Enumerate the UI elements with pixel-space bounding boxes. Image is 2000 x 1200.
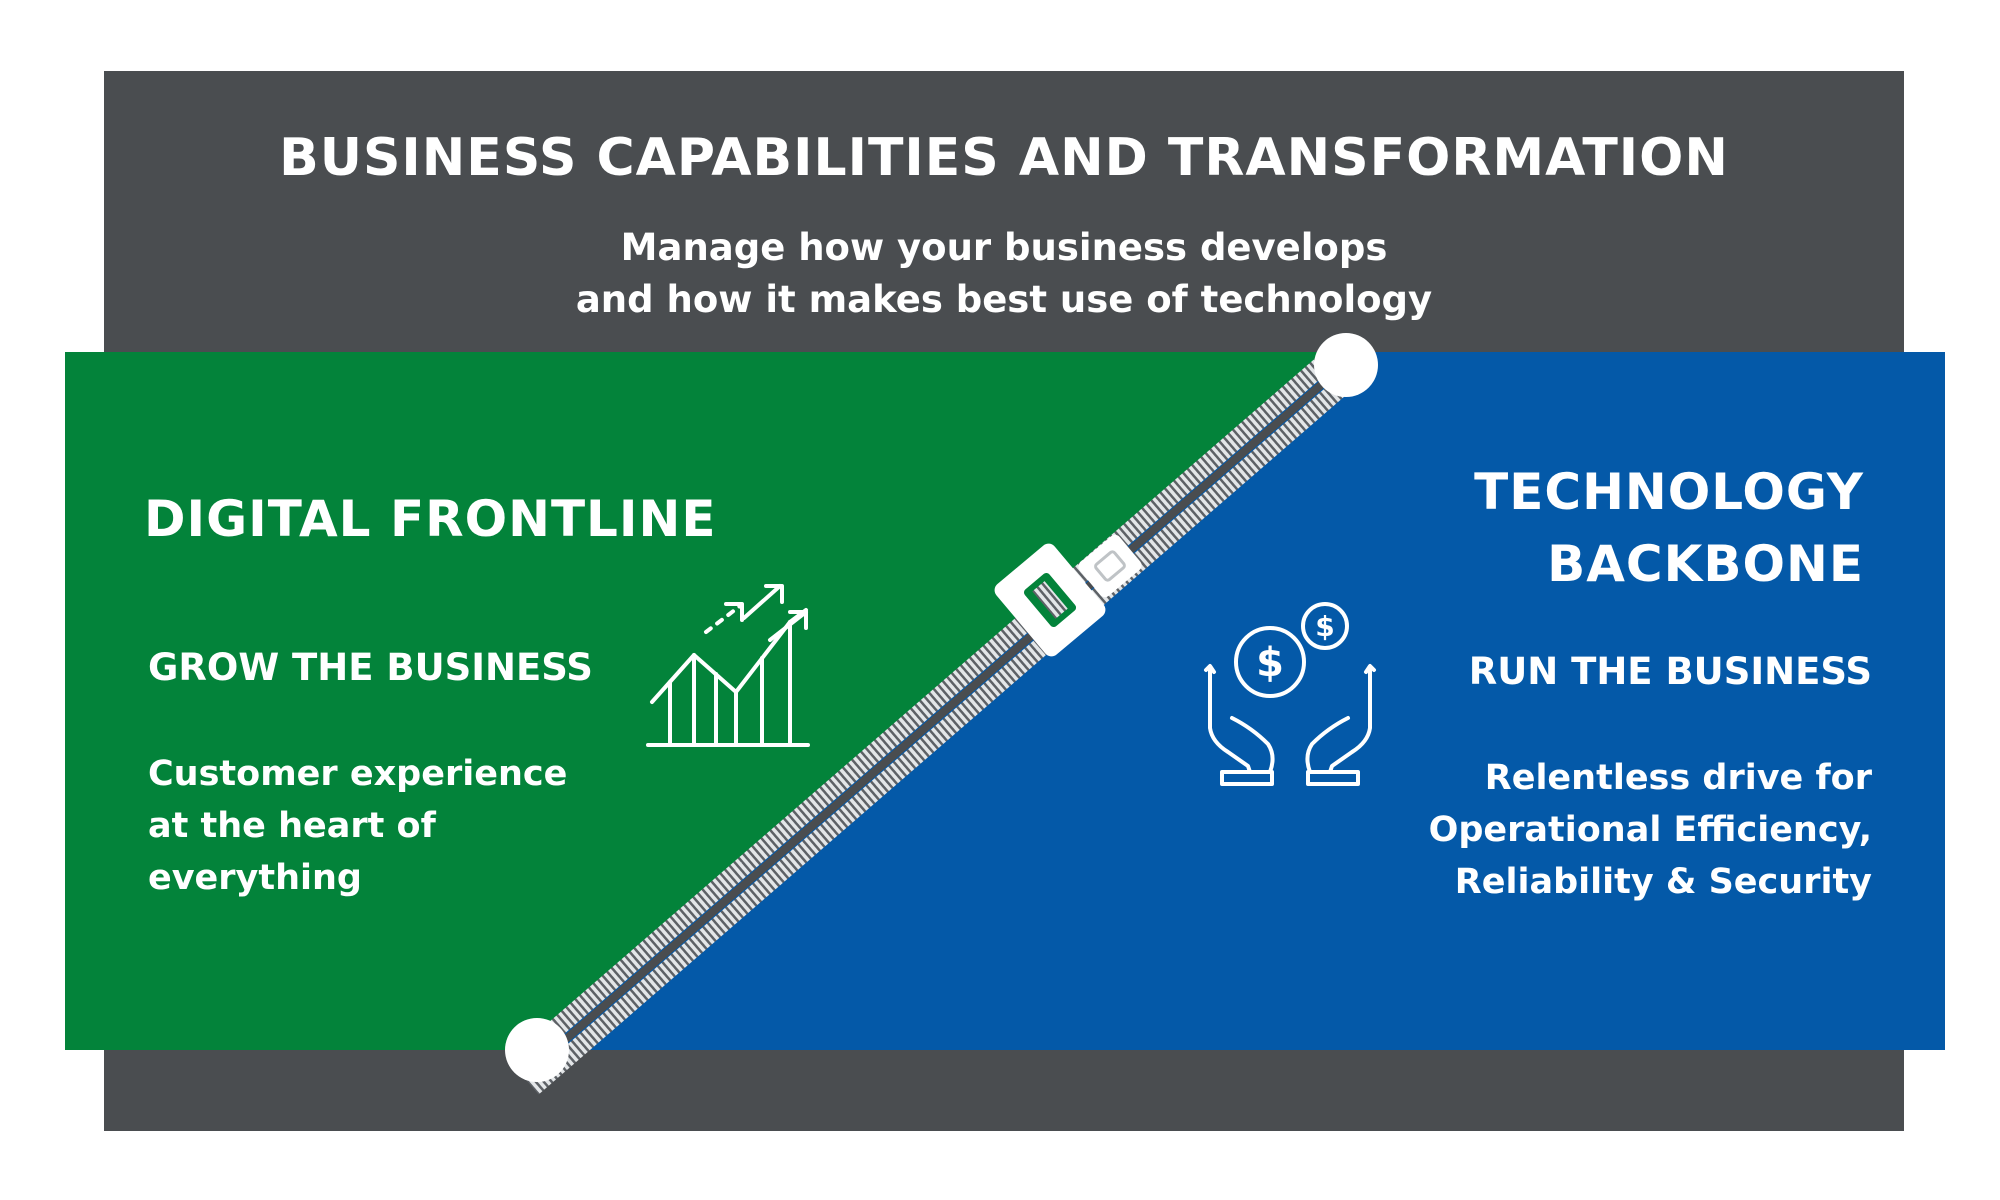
right-body-line-3: Reliability & Security	[1454, 862, 1872, 902]
run-business-subheading: RUN THE BUSINESS	[1468, 650, 1872, 693]
zipper-pull-tab	[1078, 534, 1142, 598]
page-title: BUSINESS CAPABILITIES AND TRANSFORMATION	[279, 128, 1729, 188]
right-heading-line-1: TECHNOLOGY	[1474, 463, 1864, 521]
zipper	[507, 347, 1359, 1095]
right-body-line-2: Operational Efficiency,	[1428, 810, 1872, 850]
technology-backbone-panel	[537, 352, 1945, 1050]
svg-text:$: $	[1256, 640, 1284, 686]
right-heading-line-2: BACKBONE	[1547, 535, 1864, 593]
zipper-gap	[520, 362, 1346, 1080]
digital-frontline-panel	[65, 352, 1344, 1050]
zipper-track-upper	[526, 369, 1359, 1095]
page-subtitle: Manage how your business develops and ho…	[104, 222, 1904, 326]
subtitle-line-2: and how it makes best use of technology	[575, 278, 1433, 321]
digital-frontline-heading: DIGITAL FRONTLINE	[144, 490, 717, 548]
hands-money-icon: $ $	[1204, 602, 1376, 786]
zipper-slider-icon	[994, 543, 1106, 657]
grow-business-subheading: GROW THE BUSINESS	[148, 646, 593, 689]
technology-backbone-description: Relentless drive for Operational Efficie…	[1429, 752, 1872, 908]
zipper-bottom-stop-icon	[505, 1018, 569, 1082]
technology-backbone-heading: TECHNOLOGY BACKBONE	[1474, 456, 1864, 600]
right-body-line-1: Relentless drive for	[1484, 758, 1872, 798]
left-body-line-3: everything	[148, 858, 362, 898]
svg-text:$: $	[1315, 610, 1334, 643]
subtitle-line-1: Manage how your business develops	[620, 226, 1388, 269]
digital-frontline-description: Customer experience at the heart of ever…	[148, 748, 567, 904]
growth-chart-icon	[646, 584, 810, 747]
left-body-line-1: Customer experience	[148, 754, 568, 794]
zipper-top-stop-icon	[1314, 333, 1378, 397]
zipper-track-lower	[507, 347, 1340, 1073]
left-body-line-2: at the heart of	[148, 806, 436, 846]
